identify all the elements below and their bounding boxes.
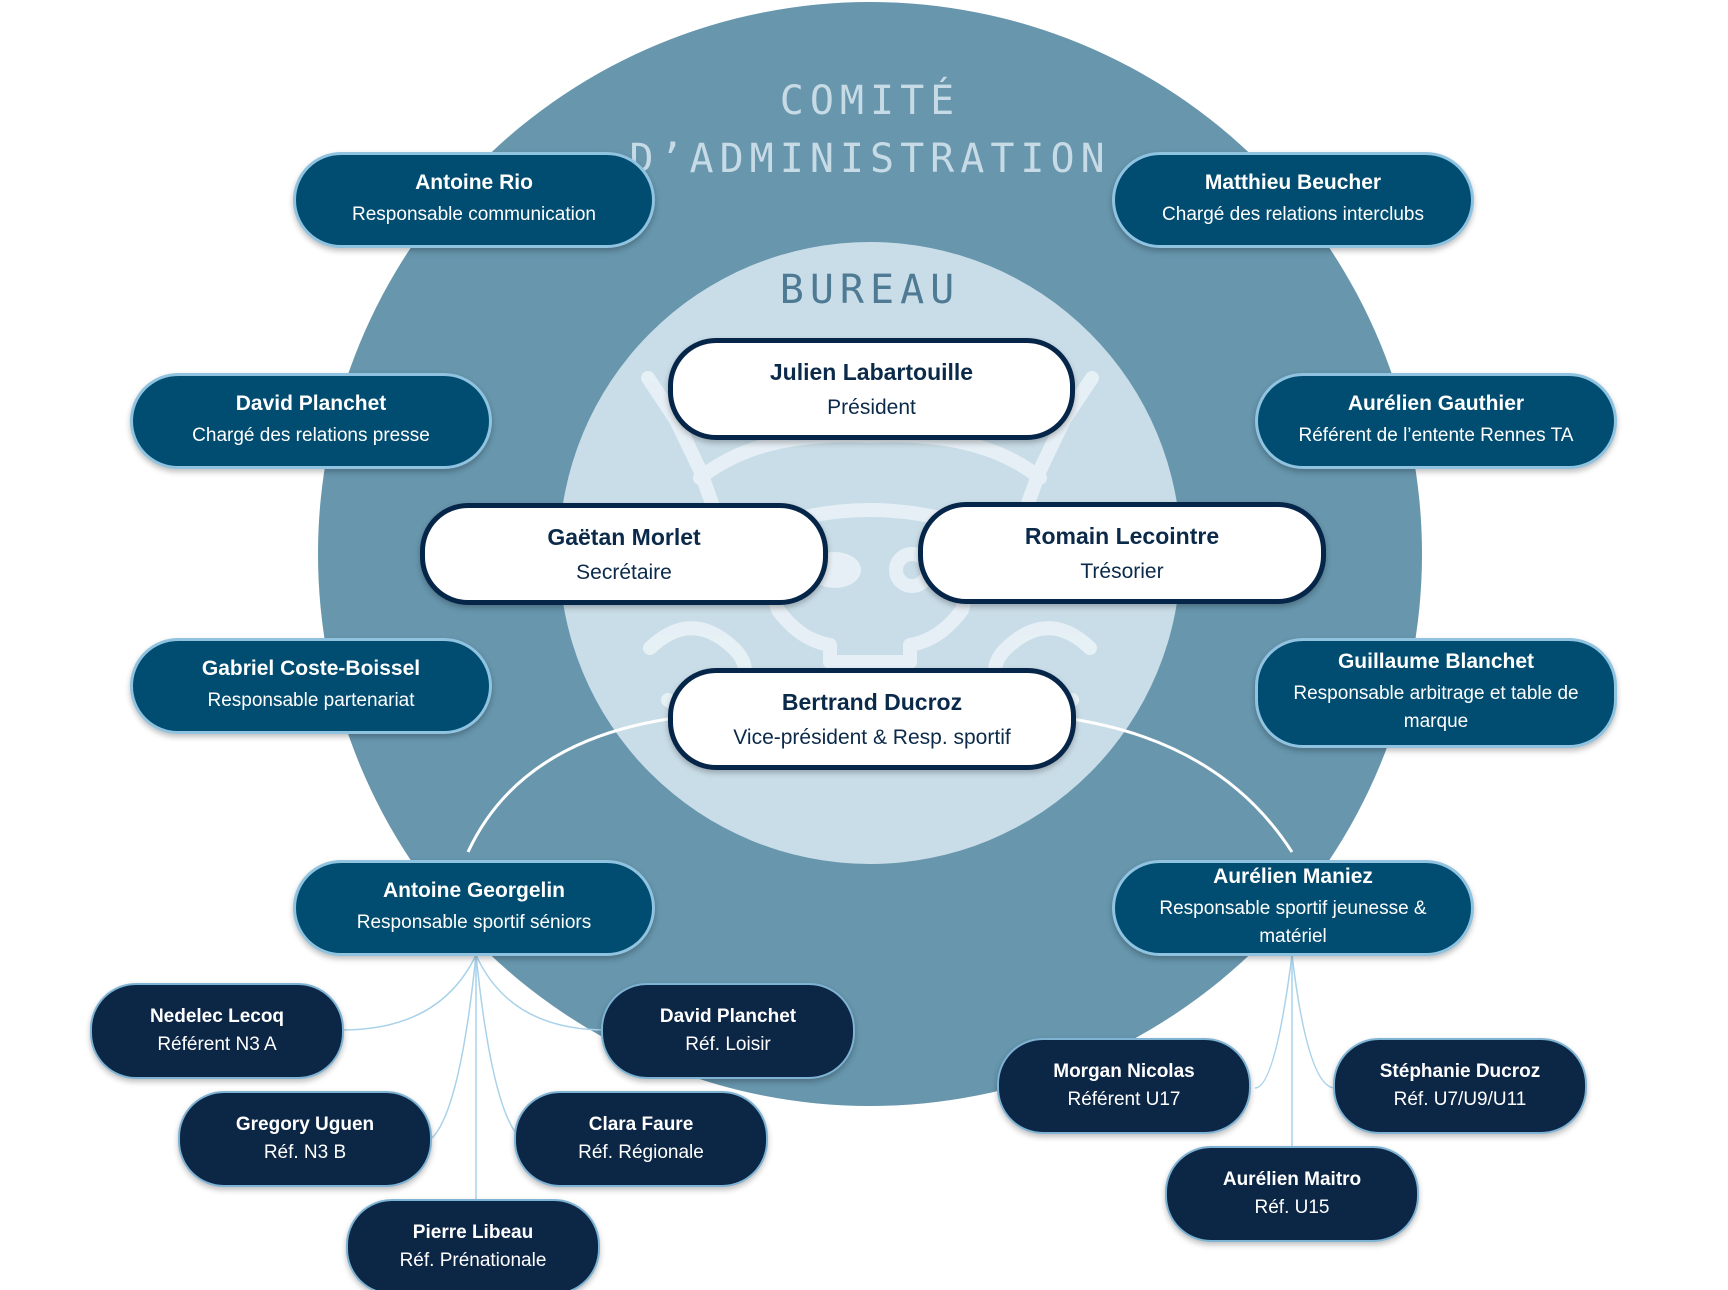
comite-aurelien-gauthier-box: Aurélien Gauthier Référent de l’entente … [1255,373,1617,469]
comite-title-line1: COMITÉ [779,78,961,124]
referent-morgan-nicolas-box: Morgan Nicolas Référent U17 [997,1038,1251,1134]
referent-gregory-uguen-box: Gregory Uguen Réf. N3 B [178,1091,432,1187]
person-name: David Planchet [235,392,387,415]
person-role: Référent N3 A [157,1034,277,1055]
bureau-president-box: Julien Labartouille Président [668,338,1075,440]
person-name: Aurélien Gauthier [1347,392,1525,415]
person-role: Responsable arbitrage et table de marque [1293,683,1579,732]
person-role: Trésorier [1080,559,1164,583]
person-name: Stéphanie Ducroz [1379,1061,1541,1082]
connector-jeunesse [1064,716,1294,853]
person-name: Nedelec Lecoq [149,1006,285,1027]
referent-pierre-libeau-box: Pierre Libeau Réf. Prénationale [346,1199,600,1290]
person-name: Guillaume Blanchet [1337,650,1535,673]
person-role: Chargé des relations interclubs [1162,204,1424,225]
person-name: Gaëtan Morlet [547,523,701,550]
referent-stephanie-ducroz-box: Stéphanie Ducroz Réf. U7/U9/U11 [1333,1038,1587,1134]
referent-david-planchet-box: David Planchet Réf. Loisir [601,983,855,1079]
person-name: Antoine Rio [415,171,533,194]
person-role: Chargé des relations presse [192,425,430,446]
comite-antoine-georgelin-box: Antoine Georgelin Responsable sportif sé… [293,860,655,956]
jeunesse-connectors [1254,954,1336,1147]
comite-david-planchet-box: David Planchet Chargé des relations pres… [130,373,492,469]
person-name: Julien Labartouille [769,358,974,385]
person-name: Matthieu Beucher [1204,171,1382,194]
bureau-vice-president-box: Bertrand Ducroz Vice-président & Resp. s… [668,668,1076,770]
person-name: Morgan Nicolas [1053,1061,1195,1082]
person-role: Réf. Loisir [685,1034,771,1055]
person-name: Gregory Uguen [235,1114,375,1135]
person-role: Réf. U7/U9/U11 [1393,1089,1527,1110]
person-role: Réf. N3 B [263,1142,347,1163]
person-role: Vice-président & Resp. sportif [733,725,1011,749]
person-name: Clara Faure [588,1114,694,1135]
seniors-connectors [341,954,607,1202]
comite-title-line2: D’ADMINISTRATION [629,136,1111,182]
bureau-treasurer-box: Romain Lecointre Trésorier [918,502,1326,604]
referent-nedelec-lecoq-box: Nedelec Lecoq Référent N3 A [90,983,344,1079]
comite-antoine-rio-box: Antoine Rio Responsable communication [293,152,655,248]
person-role: Réf. U15 [1254,1197,1330,1218]
person-role: Réf. Prénationale [399,1250,547,1271]
person-name: David Planchet [659,1006,797,1027]
referent-clara-faure-box: Clara Faure Réf. Régionale [514,1091,768,1187]
person-role: Réf. Régionale [578,1142,704,1163]
person-name: Aurélien Maitro [1222,1169,1362,1190]
person-role: Responsable sportif séniors [356,912,592,933]
person-role: Référent U17 [1067,1089,1181,1110]
comite-title: COMITÉ D’ADMINISTRATION [480,72,1260,188]
person-role: Président [827,395,916,419]
referent-aurelien-maitro-box: Aurélien Maitro Réf. U15 [1165,1146,1419,1242]
comite-aurelien-maniez-box: Aurélien Maniez Responsable sportif jeun… [1112,860,1474,956]
connector-seniors [466,716,676,853]
person-role: Responsable partenariat [207,690,415,711]
person-role: Responsable sportif jeunesse & matériel [1159,898,1427,947]
bureau-title: BUREAU [779,267,961,313]
person-role: Responsable communication [352,204,596,225]
person-role: Secrétaire [576,560,672,584]
person-name: Romain Lecointre [1024,522,1220,549]
person-name: Pierre Libeau [412,1222,534,1243]
person-role: Référent de l’entente Rennes TA [1298,425,1574,446]
person-name: Bertrand Ducroz [781,688,963,715]
bureau-secretary-box: Gaëtan Morlet Secrétaire [420,503,828,605]
comite-matthieu-beucher-box: Matthieu Beucher Chargé des relations in… [1112,152,1474,248]
person-name: Gabriel Coste-Boissel [201,657,421,680]
person-name: Aurélien Maniez [1213,865,1373,888]
comite-gabriel-coste-boissel-box: Gabriel Coste-Boissel Responsable parten… [130,638,492,734]
comite-guillaume-blanchet-box: Guillaume Blanchet Responsable arbitrage… [1255,638,1617,748]
person-name: Antoine Georgelin [382,879,565,902]
